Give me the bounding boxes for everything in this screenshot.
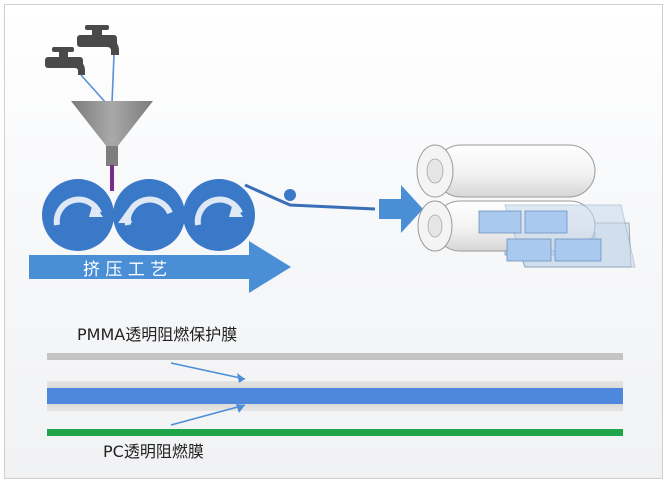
direction-arrow <box>379 185 423 233</box>
process-arrow <box>29 241 291 293</box>
faucet-icon <box>77 25 119 55</box>
pmma-film-layer <box>47 353 623 360</box>
extrusion-diagram: 挤 压 工 艺 PMMA透明阻燃保护膜 PC透明阻燃膜 <box>29 25 636 461</box>
pointer-arrow <box>170 362 246 383</box>
film-top-label: PMMA透明阻燃保护膜 <box>77 325 237 344</box>
pc-core-layer <box>47 388 623 404</box>
roller-icon <box>113 179 185 251</box>
roller-icon <box>42 179 114 251</box>
process-label: 挤 压 工 艺 <box>83 260 167 280</box>
faucet-icon <box>45 47 85 75</box>
roller-icon <box>183 179 255 251</box>
diagram-frame: 挤 压 工 艺 PMMA透明阻燃保护膜 PC透明阻燃膜 <box>4 4 663 479</box>
pc-film-layer <box>47 429 623 436</box>
film-roll-icon <box>416 144 636 268</box>
water-stream <box>80 74 107 104</box>
water-stream <box>111 54 115 104</box>
guide-roller <box>284 189 296 201</box>
film-sheet <box>244 183 376 211</box>
pointer-arrow <box>170 404 246 426</box>
film-bottom-label: PC透明阻燃膜 <box>103 442 204 461</box>
funnel-icon <box>71 101 153 166</box>
